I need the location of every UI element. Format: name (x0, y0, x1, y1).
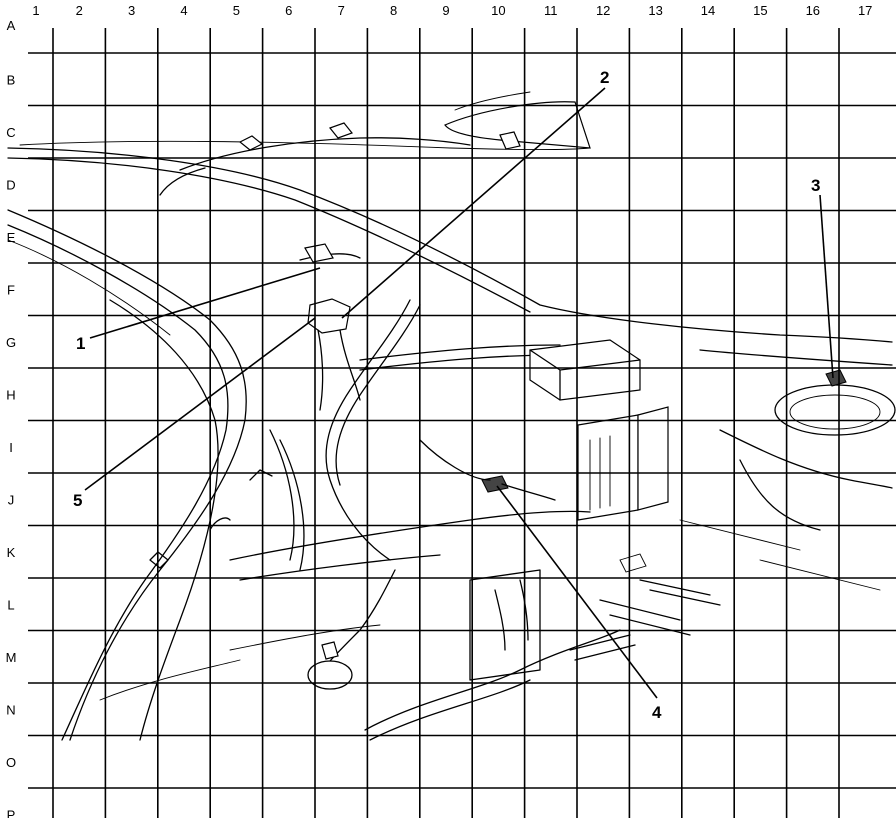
callout-5-leader (84, 317, 316, 491)
grid-column-label: 14 (701, 3, 715, 18)
grid-row-label: O (6, 755, 16, 770)
callout-1-leader (89, 267, 321, 339)
grid-column-label: 4 (180, 3, 187, 18)
callout-1-label: 1 (76, 334, 85, 353)
grid-row-label: N (6, 702, 15, 717)
grid-row-label: A (7, 18, 16, 33)
grid-column-label: 3 (128, 3, 135, 18)
grid-row-label: F (7, 282, 15, 297)
grid-column-label: 8 (390, 3, 397, 18)
grid-column-label: 7 (338, 3, 345, 18)
grid-row-label: P (7, 807, 16, 818)
grid-row-label: L (7, 597, 14, 612)
grid-row-label: B (7, 72, 16, 87)
grid-column-label: 1 (32, 3, 39, 18)
callout-2-leader (341, 87, 606, 319)
grid-column-label: 13 (648, 3, 662, 18)
grid-column-label: 9 (442, 3, 449, 18)
grid-row-label: E (7, 230, 16, 245)
grid-row-label: I (9, 440, 13, 455)
callout-leader-lines (84, 87, 834, 699)
vehicle-rear-compartment-illustration (7, 91, 896, 741)
grid-column-label: 5 (233, 3, 240, 18)
grid-row-label: D (6, 177, 15, 192)
callout-2-label: 2 (600, 68, 609, 87)
grid-row-label: K (7, 545, 16, 560)
reference-grid (28, 28, 896, 818)
grid-row-label: J (8, 492, 15, 507)
callout-5-label: 5 (73, 491, 82, 510)
grid-row-label: C (6, 125, 15, 140)
grid-row-label: G (6, 335, 16, 350)
grid-column-label: 16 (806, 3, 820, 18)
grid-column-label: 12 (596, 3, 610, 18)
callout-4-label: 4 (652, 703, 662, 722)
callout-3-label: 3 (811, 176, 820, 195)
grid-row-labels: A B C D E F G H I J K L M N O P (6, 18, 17, 818)
grid-column-label: 10 (491, 3, 505, 18)
callout-3-leader (819, 194, 834, 379)
grid-row-label: M (6, 650, 17, 665)
grid-column-label: 15 (753, 3, 767, 18)
grid-column-label: 17 (858, 3, 872, 18)
callout-4-leader (496, 485, 658, 699)
callout-labels: 1 2 3 4 5 (73, 68, 820, 722)
grid-column-label: 6 (285, 3, 292, 18)
grid-column-label: 2 (76, 3, 83, 18)
grid-column-label: 11 (544, 3, 558, 18)
grid-row-label: H (6, 387, 15, 402)
